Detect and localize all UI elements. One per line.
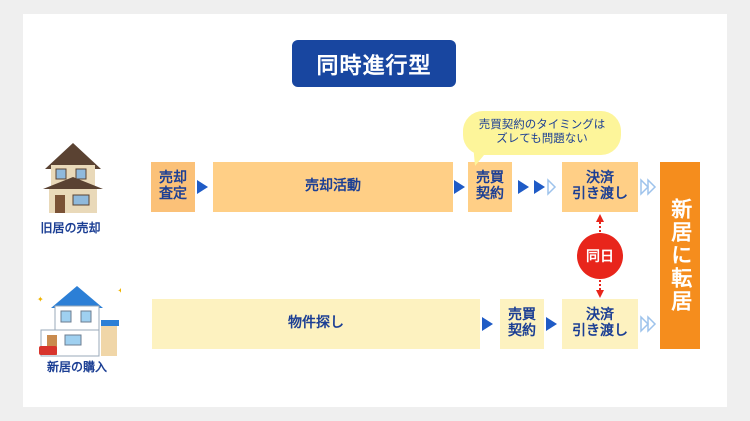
arrow-icon xyxy=(640,315,657,333)
sale-row-label: 旧居の売却 xyxy=(40,221,101,235)
purchase-row-label: 新居の購入 xyxy=(46,360,107,374)
sale-step-appraisal: 売却 査定 xyxy=(151,162,195,212)
arrow-icon xyxy=(482,317,493,331)
svg-text:✦: ✦ xyxy=(37,295,44,304)
timing-callout: 売買契約のタイミングは ズレても問題ない xyxy=(463,111,621,155)
old-house-icon xyxy=(43,143,103,213)
same-day-connector xyxy=(596,214,604,298)
new-house-icon: ✦ ✦ xyxy=(37,286,121,357)
arrow-icon xyxy=(197,180,208,194)
double-arrow-icon xyxy=(518,178,557,196)
svg-text:✦: ✦ xyxy=(117,286,121,297)
sale-step-contract: 売買 契約 xyxy=(468,162,512,212)
arrow-icon xyxy=(546,317,557,331)
purchase-step-contract: 売買 契約 xyxy=(500,299,544,349)
diagram-title: 同時進行型 xyxy=(292,40,456,87)
purchase-step-settlement: 決済 引き渡し xyxy=(562,299,638,349)
same-day-badge: 同日 xyxy=(577,233,623,279)
purchase-step-search: 物件探し xyxy=(152,299,480,349)
sale-step-settlement: 決済 引き渡し xyxy=(562,162,638,212)
move-in-box: 新居に転居 xyxy=(660,162,700,349)
diagram-canvas: 同時進行型 旧居の売却 ✦ ✦ 新居の購入 売却 査定 売却活動 売買 契約 決… xyxy=(23,14,727,407)
arrow-icon xyxy=(640,178,657,196)
sale-step-marketing: 売却活動 xyxy=(213,162,453,212)
arrow-icon xyxy=(454,180,465,194)
